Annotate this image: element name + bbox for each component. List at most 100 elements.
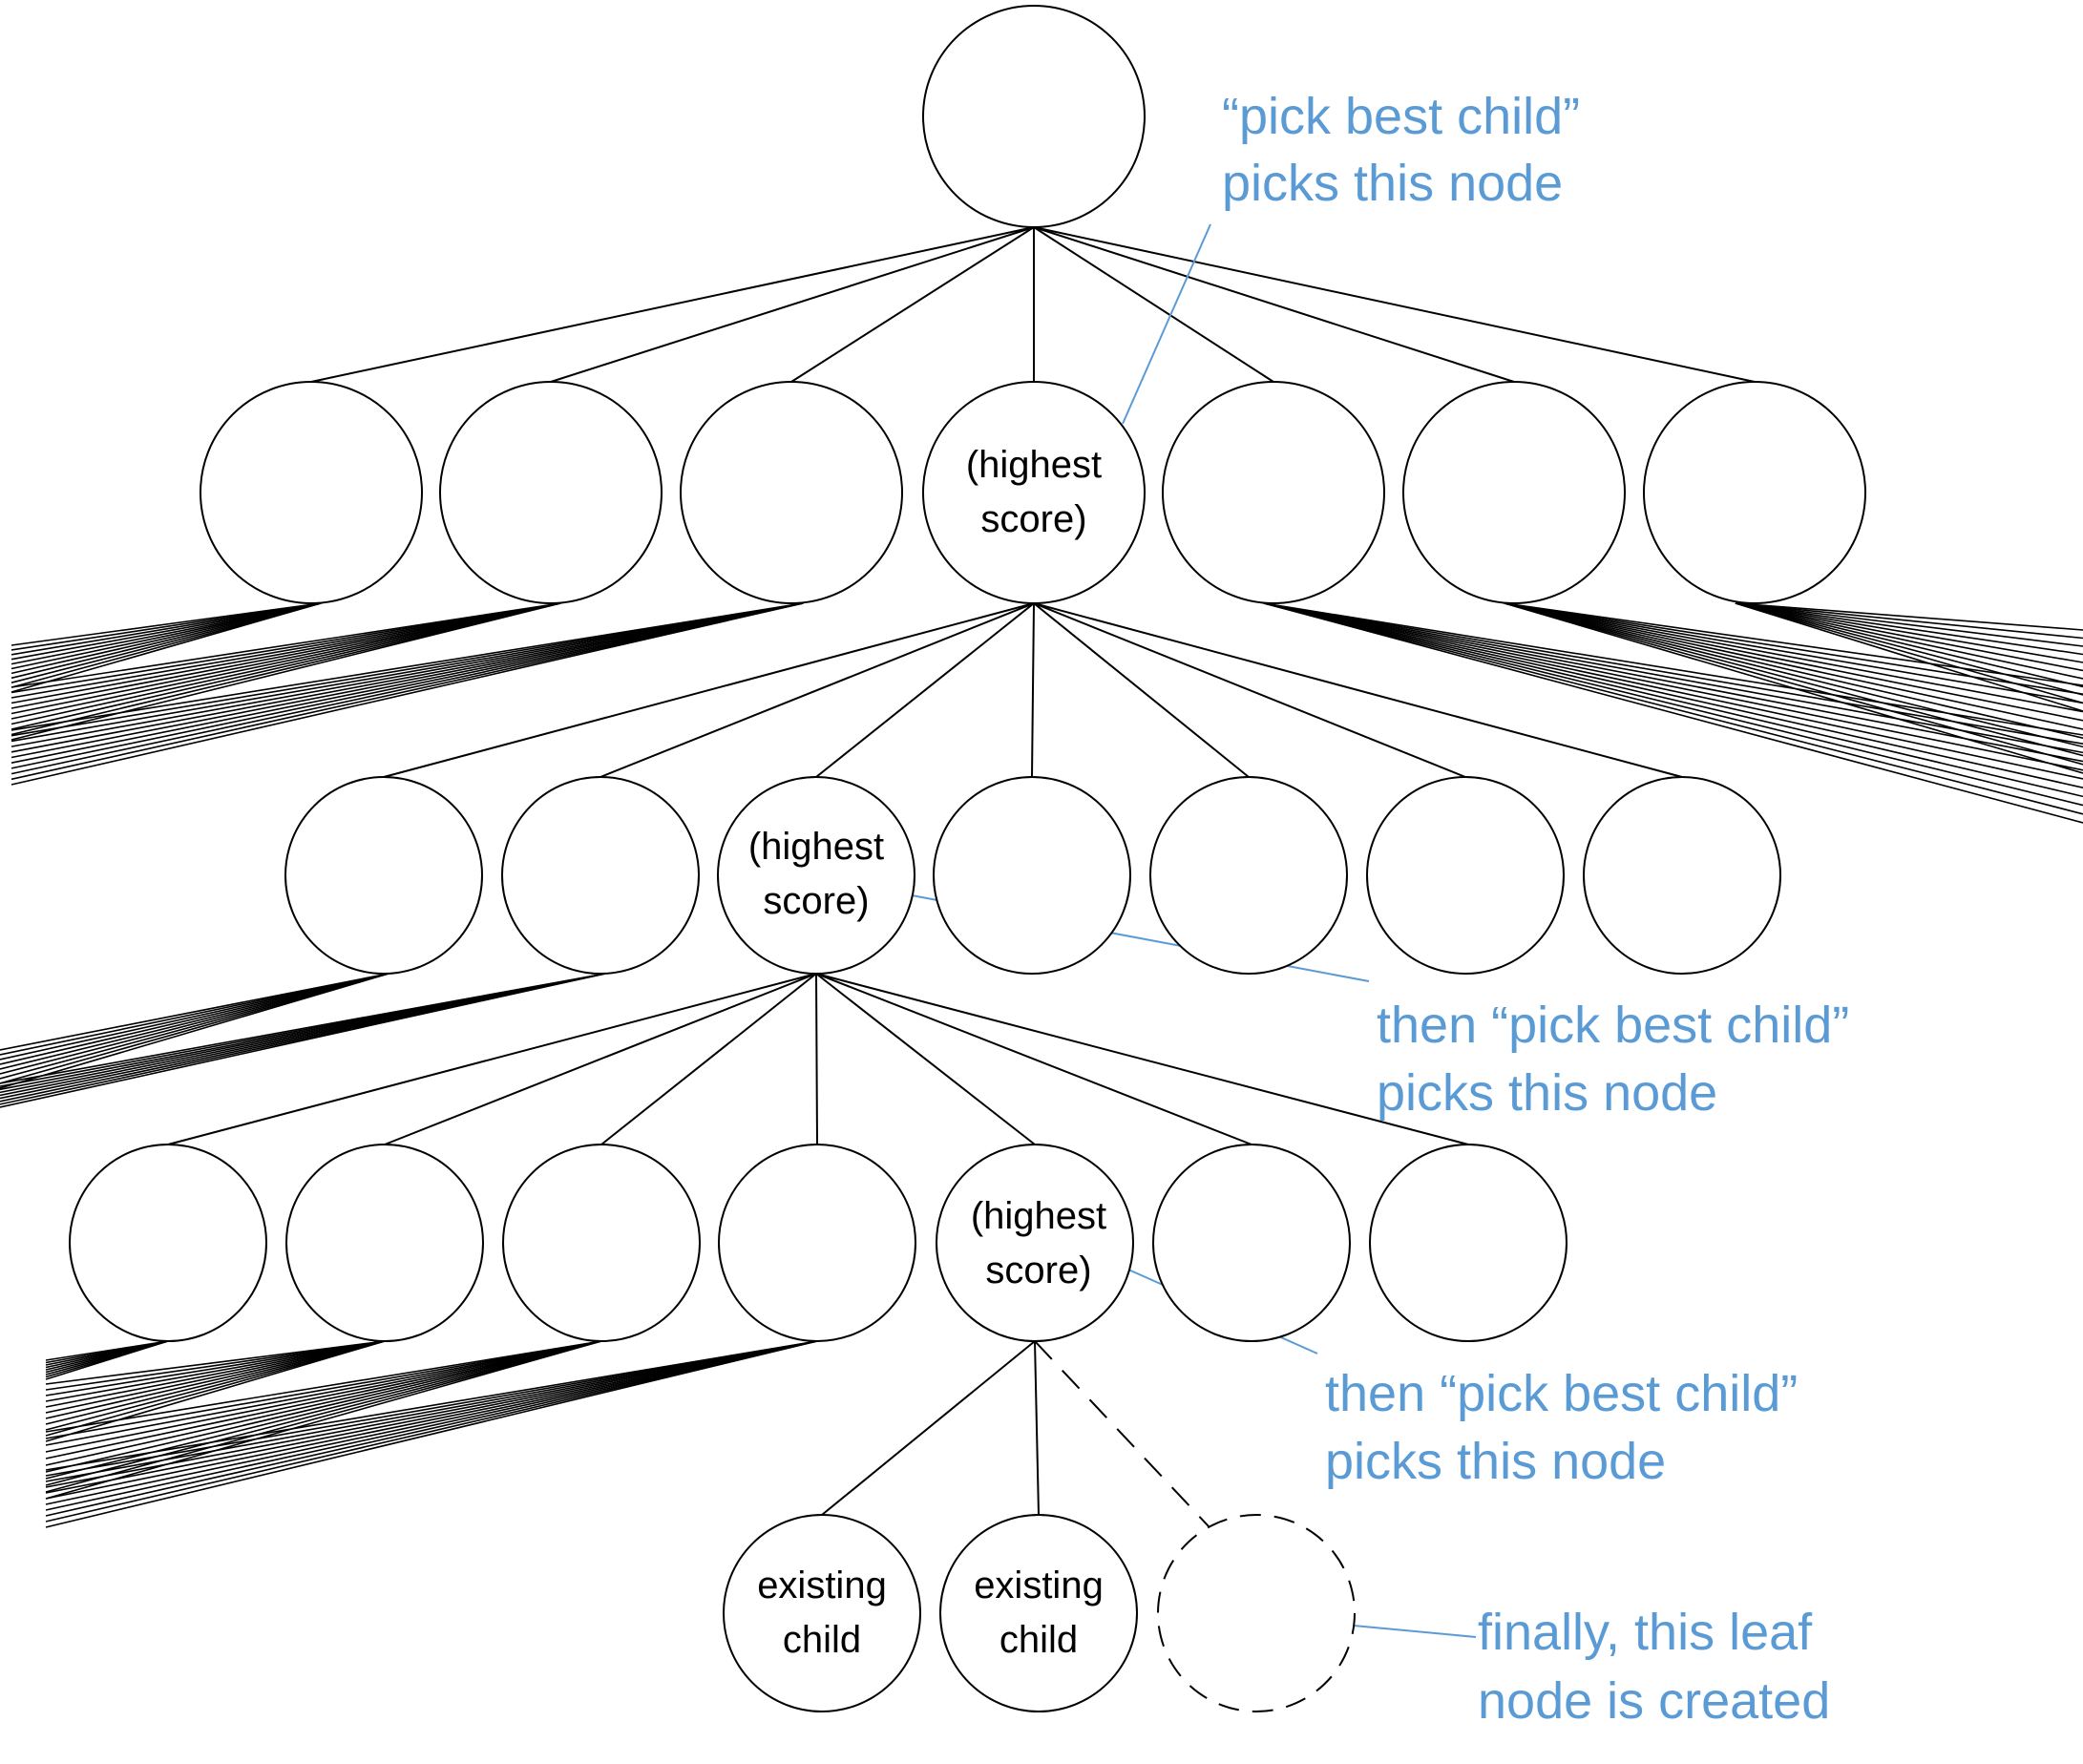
fan-l3-1-line [45, 1340, 386, 1437]
existing-child-2-label-line2: child [999, 1619, 1078, 1661]
level2-node-3 [933, 776, 1131, 975]
fan-l1-2-line [11, 602, 804, 731]
fan-l1-5-line [1504, 602, 2083, 686]
fan-l3-1-line [45, 1340, 386, 1391]
level1-to-level2-edge-1 [600, 602, 1035, 778]
existing-child-1-label-line1: existing [757, 1564, 887, 1606]
fan-l3-2-line [45, 1340, 602, 1453]
root-to-level1-edge-6 [1033, 226, 1756, 383]
fan-l3-1-line [45, 1340, 386, 1385]
level3-node-6 [1369, 1144, 1568, 1342]
fan-l1-1-line [11, 602, 561, 709]
callout-4-leader [1353, 1625, 1477, 1638]
fan-l1-2-line [11, 602, 804, 747]
fan-l3-1-line [45, 1340, 386, 1396]
level2-node-0 [284, 776, 483, 975]
fan-l1-6-line [1735, 602, 2083, 688]
fan-l3-2-line [45, 1340, 602, 1493]
fan-l3-1-line [45, 1340, 386, 1408]
fan-l3-2-line [45, 1340, 602, 1473]
level3-to-leaf-edge-0 [821, 1340, 1036, 1516]
level2-node-6 [1583, 776, 1781, 975]
level2-to-level3-edge-3 [815, 973, 818, 1145]
fan-l1-4-line [1263, 602, 2083, 824]
fan-l1-5-line [1504, 602, 2083, 774]
level3-node-2 [502, 1144, 701, 1342]
fan-l3-2-line [45, 1340, 602, 1439]
fan-l1-4-line [1263, 602, 2083, 788]
fan-l1-4-line [1263, 602, 2083, 754]
level2-to-level3-edge-5 [815, 973, 1252, 1145]
fan-l2-0-line [0, 973, 389, 1056]
root-to-level1-edge-4 [1033, 226, 1274, 383]
level1-to-level2-edge-5 [1033, 602, 1466, 778]
fan-l2-1-line [0, 973, 606, 1108]
fan-l1-5-line [1504, 602, 2083, 730]
fan-l1-5-line [1504, 602, 2083, 704]
fan-l3-2-line [45, 1340, 602, 1486]
tree-edges [167, 226, 1756, 1527]
level1-node-5 [1402, 381, 1626, 604]
fan-l1-1-line [11, 602, 561, 704]
level1-to-level2-edge-0 [383, 602, 1035, 778]
fan-l1-6-line [1735, 602, 2083, 680]
fan-l1-0-line [11, 602, 322, 661]
callout-3-line2: picks this node [1325, 1433, 1666, 1490]
callout-2-line2: picks this node [1377, 1064, 1717, 1122]
fan-l1-1-line [11, 602, 561, 715]
fan-l3-1-line [45, 1340, 386, 1431]
new-leaf-node [1157, 1514, 1356, 1712]
fan-l1-0-line [11, 602, 322, 646]
fan-l1-1-line [11, 602, 561, 694]
callout-4-line1: finally, this leaf [1478, 1604, 1813, 1661]
level3-highest-label-line2: score) [985, 1250, 1091, 1292]
level3-node-5 [1152, 1144, 1351, 1342]
fan-l3-1-line [45, 1340, 386, 1414]
fan-l2-0-line [0, 973, 389, 1070]
level1-node-4 [1162, 381, 1385, 604]
fan-l3-3-line [45, 1340, 818, 1477]
fan-l3-2-line [45, 1340, 602, 1480]
fan-l1-4-line [1263, 602, 2083, 771]
callout-1-line1: “pick best child” [1222, 88, 1580, 145]
level3-to-leaf-edge-2 [1034, 1340, 1210, 1527]
fan-l3-2-line [45, 1340, 602, 1446]
fan-l1-2-line [11, 602, 804, 775]
fan-l1-4-line [1263, 602, 2083, 815]
node-labels: (highest score) (highest score) (highest… [748, 444, 1106, 1661]
fan-l1-4-line [1263, 602, 2083, 807]
fan-l3-3-line [45, 1340, 818, 1528]
level2-to-level3-edge-0 [167, 973, 817, 1145]
level3-node-1 [285, 1144, 484, 1342]
fan-l1-1-line [11, 602, 561, 725]
root-to-level1-edge-5 [1033, 226, 1515, 383]
level3-node-0 [69, 1144, 267, 1342]
fan-l3-3-line [45, 1340, 818, 1494]
root-node [922, 5, 1146, 228]
level3-highest-score-node [936, 1144, 1134, 1342]
root-to-level1-edge-0 [310, 226, 1035, 383]
callout-3-line1: then “pick best child” [1325, 1365, 1798, 1422]
level1-highest-score-node [922, 381, 1146, 604]
level1-node-0 [200, 381, 423, 604]
fan-l3-3-line [45, 1340, 818, 1517]
tree-nodes [69, 5, 1866, 1712]
fan-l2-0-line [0, 973, 389, 1051]
fan-l1-1-line [11, 602, 561, 736]
fan-l3-3-line [45, 1340, 818, 1471]
fan-l1-1-line [11, 602, 561, 720]
fan-l3-2-line [45, 1340, 602, 1500]
fan-l1-2-line [11, 602, 804, 737]
level2-to-level3-edge-2 [600, 973, 817, 1145]
level2-highest-label-line2: score) [763, 880, 869, 922]
fan-l2-0-line [0, 973, 389, 1065]
level1-node-2 [680, 381, 903, 604]
fan-l1-1-line [11, 602, 561, 688]
fan-l1-1-line [11, 602, 561, 741]
fan-l3-2-line [45, 1340, 602, 1466]
fan-l1-2-line [11, 602, 804, 759]
fan-l1-2-line [11, 602, 804, 743]
fan-l1-5-line [1504, 602, 2083, 713]
fan-l1-5-line [1504, 602, 2083, 757]
